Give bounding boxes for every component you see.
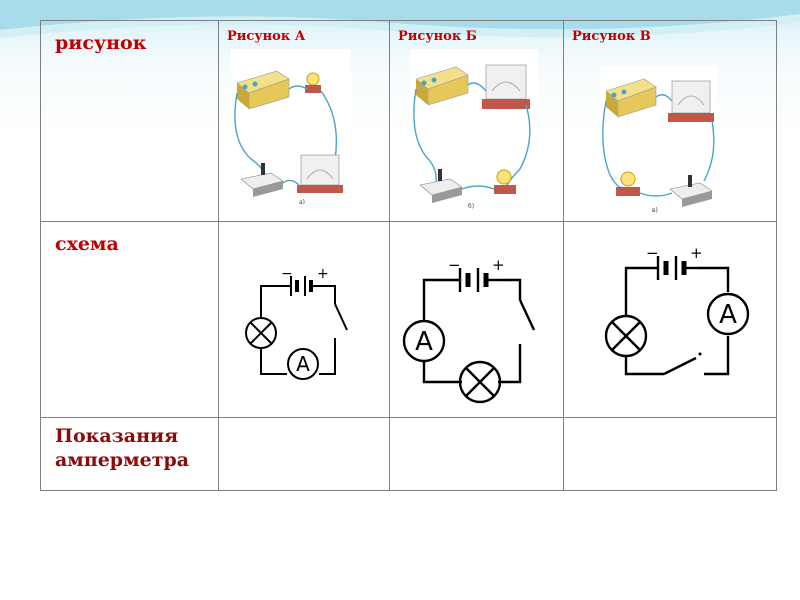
ammeter-symbol-b: A (415, 327, 433, 357)
plus-sign-a: + (317, 266, 329, 282)
minus-sign-b: − (448, 256, 461, 274)
row-label-scheme: схема (55, 233, 119, 255)
picture-row-label-cell: рисунок (40, 20, 219, 222)
picture-caption-v: в) (652, 207, 658, 214)
circuit-diagram-v: A − + (598, 244, 754, 396)
plus-sign-v: + (690, 244, 703, 262)
picture-cell-b: Рисунок Б б) (389, 20, 564, 222)
ammeter-reading-v[interactable] (563, 417, 777, 491)
scheme-cell-v: A − + (563, 221, 777, 418)
row-label-picture: рисунок (55, 32, 147, 54)
ammeter-symbol-v: A (719, 300, 737, 330)
ammeter-reading-a[interactable] (218, 417, 390, 491)
column-header-v: Рисунок В (572, 29, 651, 44)
apparatus-picture-v: в) (600, 65, 718, 215)
circuit-diagram-b: A − + (394, 254, 546, 410)
scheme-cell-a: A − + (218, 221, 390, 418)
scheme-row-label-cell: схема (40, 221, 219, 418)
ammeter-row-label-cell: Показания амперметра (40, 417, 219, 491)
column-header-a: Рисунок А (227, 29, 306, 44)
picture-row: рисунок Рисунок А а) (40, 20, 777, 222)
row-label-ammeter: Показания амперметра (55, 425, 190, 471)
ammeter-reading-b[interactable] (389, 417, 564, 491)
comparison-table: рисунок Рисунок А а) (40, 20, 777, 491)
apparatus-picture-a: а) (231, 49, 351, 207)
picture-cell-a: Рисунок А а) (218, 20, 390, 222)
picture-caption-b: б) (468, 203, 474, 210)
picture-caption-a: а) (299, 199, 305, 206)
circuit-diagram-a: A − + (231, 258, 355, 386)
picture-cell-v: Рисунок В в) (563, 20, 777, 222)
scheme-row: схема A − (40, 221, 777, 418)
ammeter-row: Показания амперметра (40, 417, 777, 491)
plus-sign-b: + (492, 256, 505, 274)
column-header-b: Рисунок Б (398, 29, 477, 44)
scheme-cell-b: A − + (389, 221, 564, 418)
minus-sign-v: − (646, 244, 659, 262)
minus-sign-a: − (281, 266, 293, 282)
apparatus-picture-b: б) (410, 49, 538, 211)
ammeter-symbol-a: A (296, 352, 310, 376)
